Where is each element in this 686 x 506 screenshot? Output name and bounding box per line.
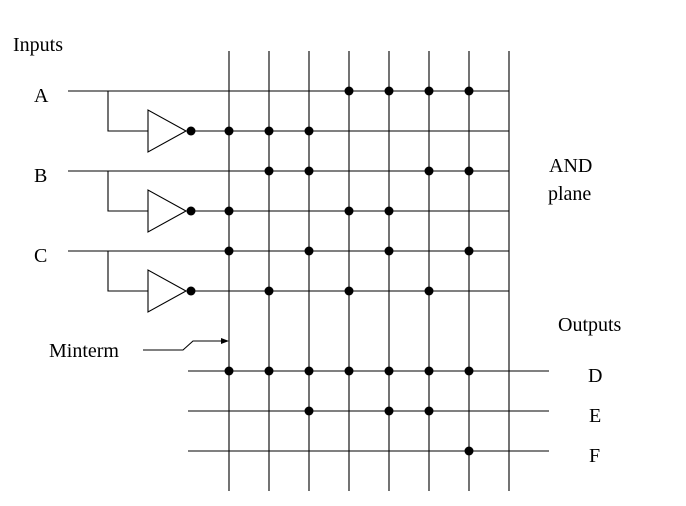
or-plane-connection-dot — [304, 366, 314, 376]
and-plane-connection-dot — [304, 246, 314, 256]
and-plane-connection-dot — [344, 86, 354, 96]
output-label-e: E — [589, 405, 601, 427]
minterm-label: Minterm — [49, 340, 119, 362]
inverters — [107, 91, 188, 313]
inverter-output-dot — [186, 206, 196, 216]
and-plane-connection-dot — [224, 206, 234, 216]
or-plane-connection-dot — [424, 406, 434, 416]
and-plane-connection-dot — [224, 126, 234, 136]
and-plane-connection-dot — [424, 86, 434, 96]
and-plane-connection-dot — [344, 286, 354, 296]
output-label-f: F — [589, 445, 600, 467]
and-plane-connection-dot — [424, 286, 434, 296]
or-plane-connection-dot — [344, 366, 354, 376]
inverter-input-wire — [107, 251, 148, 292]
or-plane-connection-dot — [384, 406, 394, 416]
and-plane-connection-dot — [384, 86, 394, 96]
or-plane-connection-dot — [224, 366, 234, 376]
inverter-gate — [107, 171, 188, 233]
and-plane-connection-dot — [424, 166, 434, 176]
inverter-gate — [107, 251, 188, 313]
inverter-triangle — [147, 269, 188, 313]
and-plane-connection-dot — [304, 166, 314, 176]
and-plane-connection-dot — [384, 246, 394, 256]
and-plane-connection-dot — [344, 206, 354, 216]
and-plane-connection-dot — [264, 286, 274, 296]
inverter-output-dot — [186, 126, 196, 136]
minterm-column-lines — [228, 51, 510, 491]
inverter-gate — [107, 91, 188, 153]
or-plane-connection-dot — [304, 406, 314, 416]
input-label-a: A — [34, 85, 49, 107]
and-plane-connection-dot — [464, 166, 474, 176]
outputs-label: Outputs — [558, 314, 622, 336]
and-plane-row-lines — [68, 90, 509, 292]
inverter-input-wire — [107, 171, 148, 212]
or-plane-connection-dot — [424, 366, 434, 376]
output-label-d: D — [588, 365, 602, 387]
inverter-input-wire — [107, 91, 148, 132]
connection-dots — [186, 86, 474, 456]
inverter-output-dot — [186, 286, 196, 296]
or-plane-row-lines — [188, 370, 549, 452]
and-plane-connection-dot — [464, 246, 474, 256]
and-plane-connection-dot — [464, 86, 474, 96]
minterm-pointer-arrow — [143, 338, 229, 351]
inputs-label: Inputs — [13, 34, 63, 56]
or-plane-connection-dot — [464, 446, 474, 456]
and-plane-connection-dot — [264, 126, 274, 136]
and-plane-connection-dot — [384, 206, 394, 216]
or-plane-connection-dot — [384, 366, 394, 376]
inverter-triangle — [147, 109, 188, 153]
and-plane-label-line1: AND — [549, 155, 592, 177]
or-plane-connection-dot — [464, 366, 474, 376]
input-label-b: B — [34, 165, 47, 187]
or-plane-connection-dot — [264, 366, 274, 376]
and-plane-connection-dot — [264, 166, 274, 176]
and-plane-connection-dot — [224, 246, 234, 256]
and-plane-connection-dot — [304, 126, 314, 136]
input-label-c: C — [34, 245, 47, 267]
and-plane-label-line2: plane — [548, 183, 591, 205]
inverter-triangle — [147, 189, 188, 233]
